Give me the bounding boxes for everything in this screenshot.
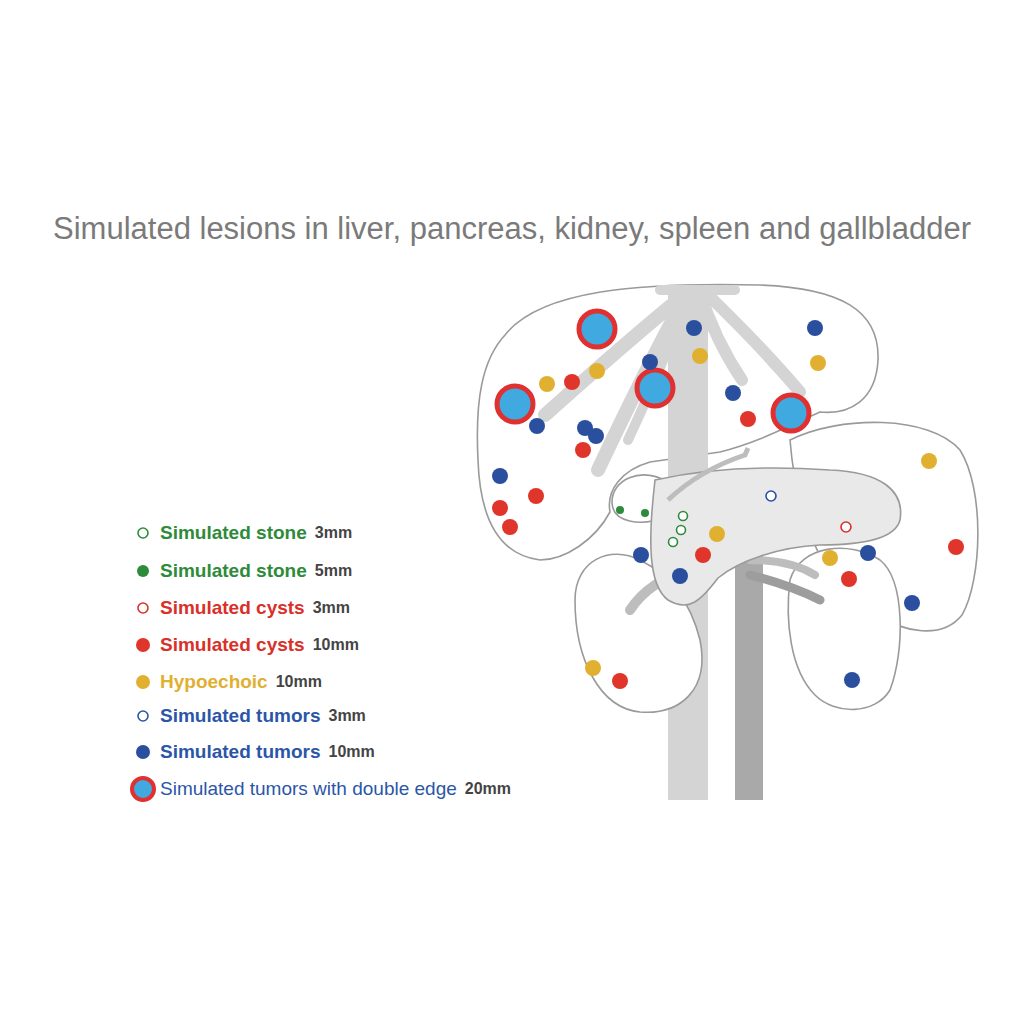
legend-row: Simulated stone 3mm bbox=[130, 520, 352, 546]
lesion-dot bbox=[672, 568, 688, 584]
lesion-dot bbox=[807, 320, 823, 336]
legend-row: Simulated stone 5mm bbox=[130, 558, 352, 584]
lesion-dot bbox=[695, 547, 711, 563]
lesion-dot bbox=[822, 550, 838, 566]
bile-duct bbox=[668, 448, 748, 500]
legend-row: Simulated cysts 3mm bbox=[130, 595, 350, 621]
lesion-dot bbox=[633, 547, 649, 563]
legend-row: Simulated tumors 3mm bbox=[130, 703, 366, 729]
lesion-dot bbox=[841, 522, 851, 532]
lesion-dot bbox=[669, 538, 678, 547]
legend-text: Simulated tumors bbox=[160, 705, 320, 727]
lesion-dot bbox=[492, 468, 508, 484]
legend-swatch-box bbox=[130, 558, 160, 584]
lesion-dot bbox=[766, 491, 776, 501]
legend-swatch bbox=[138, 711, 148, 721]
legend-row: Simulated tumors 10mm bbox=[130, 739, 375, 765]
lesion-dot bbox=[844, 672, 860, 688]
legend-swatch bbox=[138, 603, 148, 613]
legend-text: Simulated stone bbox=[160, 522, 307, 544]
lesion-dot bbox=[921, 453, 937, 469]
lesion-dot bbox=[539, 376, 555, 392]
hepatic-vessel bbox=[705, 292, 800, 392]
lesion-dot bbox=[692, 348, 708, 364]
legend-swatch bbox=[136, 675, 150, 689]
lesion-dot bbox=[740, 411, 756, 427]
pancreas-outline bbox=[651, 468, 901, 605]
legend-swatch-box bbox=[130, 669, 160, 695]
legend-swatch-box bbox=[130, 520, 160, 546]
lesion-dot bbox=[810, 355, 826, 371]
lesion-dot bbox=[529, 418, 545, 434]
legend-text: Simulated cysts bbox=[160, 634, 305, 656]
legend-swatch bbox=[138, 528, 148, 538]
legend-swatch bbox=[132, 778, 154, 800]
dimension-label: 10mm bbox=[276, 673, 322, 691]
lesion-dot bbox=[528, 488, 544, 504]
legend-row: Hypoechoic 10mm bbox=[130, 669, 322, 695]
dimension-label: 5mm bbox=[315, 562, 352, 580]
legend-swatch-box bbox=[130, 595, 160, 621]
legend-swatch-box bbox=[130, 776, 160, 802]
legend-swatch bbox=[136, 745, 150, 759]
lesion-dot bbox=[637, 370, 673, 406]
lesion-dot bbox=[948, 539, 964, 555]
legend-text: Simulated cysts bbox=[160, 597, 305, 619]
dimension-label: 10mm bbox=[328, 743, 374, 761]
legend-text: Simulated tumors with double edge bbox=[160, 778, 457, 800]
lesion-dot bbox=[612, 673, 628, 689]
dimension-label: 10mm bbox=[313, 636, 359, 654]
lesion-dot bbox=[725, 385, 741, 401]
lesion-dot bbox=[860, 545, 876, 561]
legend-row: Simulated tumors with double edge 20mm bbox=[130, 776, 511, 802]
lesion-dot bbox=[564, 374, 580, 390]
lesion-dot bbox=[497, 386, 533, 422]
legend-text: Simulated tumors bbox=[160, 741, 320, 763]
lesion-dot bbox=[904, 595, 920, 611]
dimension-label: 3mm bbox=[313, 599, 350, 617]
legend-text: Simulated stone bbox=[160, 560, 307, 582]
lesion-dot bbox=[589, 363, 605, 379]
lesion-dots bbox=[492, 311, 964, 689]
left-kidney-outline bbox=[575, 554, 702, 712]
dimension-label: 3mm bbox=[328, 707, 365, 725]
lesion-dot bbox=[642, 354, 658, 370]
dimension-label: 3mm bbox=[315, 524, 352, 542]
diagram-title: Simulated lesions in liver, pancreas, ki… bbox=[0, 211, 1024, 247]
lesion-dot bbox=[677, 526, 686, 535]
lesion-dot bbox=[841, 571, 857, 587]
legend-swatch-box bbox=[130, 632, 160, 658]
legend-swatch-box bbox=[130, 703, 160, 729]
legend-row: Simulated cysts 10mm bbox=[130, 632, 359, 658]
legend-text: Hypoechoic bbox=[160, 671, 268, 693]
lesion-dot bbox=[575, 442, 591, 458]
lesion-dot bbox=[773, 395, 809, 431]
lesion-dot bbox=[492, 500, 508, 516]
lesion-dot bbox=[616, 506, 624, 514]
renal-vessel bbox=[750, 575, 820, 600]
dimension-label: 20mm bbox=[465, 780, 511, 798]
lesion-dot bbox=[709, 526, 725, 542]
legend-swatch bbox=[136, 638, 150, 652]
renal-vessel bbox=[750, 560, 815, 575]
legend-swatch-box bbox=[130, 739, 160, 765]
lesion-dot bbox=[641, 509, 649, 517]
lesion-dot bbox=[585, 660, 601, 676]
lesion-dot bbox=[679, 512, 688, 521]
lesion-dot bbox=[502, 519, 518, 535]
legend-swatch bbox=[137, 565, 149, 577]
lesion-dot bbox=[579, 311, 615, 347]
lesion-dot bbox=[686, 320, 702, 336]
lesion-dot bbox=[588, 428, 604, 444]
